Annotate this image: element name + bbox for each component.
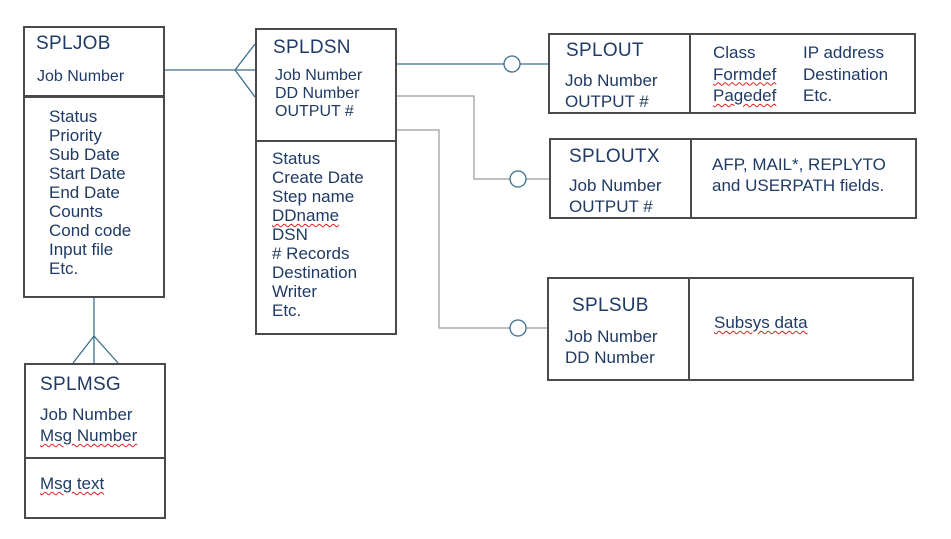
spldsn-key: DD Number <box>275 85 360 102</box>
spldsn-splsub-line <box>397 129 547 329</box>
sploutx-field: and USERPATH fields. <box>712 176 885 195</box>
spldsn-key-list: Job Number DD Number OUTPUT # <box>275 67 362 121</box>
splmsg-header-box <box>24 363 166 459</box>
splout-key-list: Job Number OUTPUT # <box>565 70 658 112</box>
spldsn-crowfoot-lower <box>234 69 256 98</box>
splout-field: Etc. <box>803 86 833 105</box>
spljob-field: Etc. <box>49 259 79 278</box>
sploutx-title: SPLOUTX <box>569 146 660 167</box>
splsub-optional-marker <box>509 319 527 337</box>
sploutx-field: AFP, MAIL*, REPLYTO <box>712 155 886 174</box>
spljob-field: Counts <box>49 202 103 221</box>
spljob-field: End Date <box>49 183 120 202</box>
splmsg-fields-box <box>24 457 166 519</box>
sploutx-key-list: Job Number OUTPUT # <box>569 175 662 217</box>
sploutx-field-list: AFP, MAIL*, REPLYTO and USERPATH fields. <box>712 154 886 196</box>
splout-field: Pagedef <box>713 86 777 105</box>
spljob-field: Sub Date <box>49 145 120 164</box>
spljob-key-job-number: Job Number <box>37 68 125 85</box>
splmsg-field-list: Msg text <box>40 474 104 493</box>
spldsn-field: Destination <box>272 263 358 282</box>
spljob-field-list: Status Priority Sub Date Start Date End … <box>49 107 131 278</box>
splsub-fields-box <box>688 277 914 381</box>
splmsg-key: Job Number <box>40 405 133 424</box>
spldsn-field: Etc. <box>272 301 302 320</box>
splout-optional-marker <box>503 55 521 73</box>
spldsn-field: Create Date <box>272 168 364 187</box>
splmsg-field: Msg text <box>40 474 105 493</box>
spldsn-crowfoot-upper <box>234 43 256 71</box>
spldsn-field: Status <box>272 149 321 168</box>
spldsn-field: # Records <box>272 244 350 263</box>
spldsn-fields-box <box>255 140 397 335</box>
spljob-field: Input file <box>49 240 114 259</box>
splmsg-key: Msg Number <box>40 426 138 445</box>
splmsg-crowfoot-right <box>93 335 119 364</box>
splout-field: Formdef <box>713 64 777 84</box>
spldsn-field: DSN <box>272 225 308 244</box>
sploutx-optional-marker <box>509 170 527 188</box>
splsub-key: Job Number <box>565 327 658 346</box>
spldsn-title: SPLDSN <box>273 37 351 58</box>
splout-fields-box <box>689 33 916 114</box>
sploutx-fields-box <box>690 138 917 219</box>
splmsg-crowfoot-left <box>72 335 95 364</box>
splsub-key: DD Number <box>565 348 655 367</box>
spldsn-key: OUTPUT # <box>275 103 354 120</box>
spldsn-field-list: Status Create Date Step name DDname DSN … <box>272 149 364 320</box>
spljob-field: Start Date <box>49 164 126 183</box>
spldsn-field: Writer <box>272 282 318 301</box>
splsub-field-list: Subsys data <box>714 313 808 332</box>
spljob-field: Priority <box>49 126 102 145</box>
spljob-field: Status <box>49 107 98 126</box>
spljob-field: Cond code <box>49 221 132 240</box>
spljob-fields-box <box>23 96 165 298</box>
splmsg-key-list: Job Number Msg Number <box>40 404 137 446</box>
spldsn-field: Step name <box>272 187 355 206</box>
spldsn-field: DDname <box>272 206 340 225</box>
splout-field: Destination <box>803 64 889 84</box>
splout-field-list-1: Class Formdef Pagedef <box>713 42 776 107</box>
spldsn-key: Job Number <box>275 67 363 84</box>
splmsg-title: SPLMSG <box>40 374 121 395</box>
splout-field-list-2: IP address Destination Etc. <box>803 42 888 107</box>
spljob-title: SPLJOB <box>36 33 111 54</box>
splout-key: Job Number <box>565 71 658 90</box>
splout-field: IP address <box>803 43 884 62</box>
sploutx-key: Job Number <box>569 176 662 195</box>
splout-title: SPLOUT <box>566 40 644 61</box>
splout-field: Class <box>713 43 756 62</box>
splsub-key-list: Job Number DD Number <box>565 326 658 368</box>
splout-key: OUTPUT # <box>565 92 649 111</box>
sploutx-key: OUTPUT # <box>569 197 653 216</box>
splsub-field: Subsys data <box>714 313 808 332</box>
splsub-title: SPLSUB <box>572 295 649 316</box>
spldsn-sploutx-line <box>397 95 549 180</box>
